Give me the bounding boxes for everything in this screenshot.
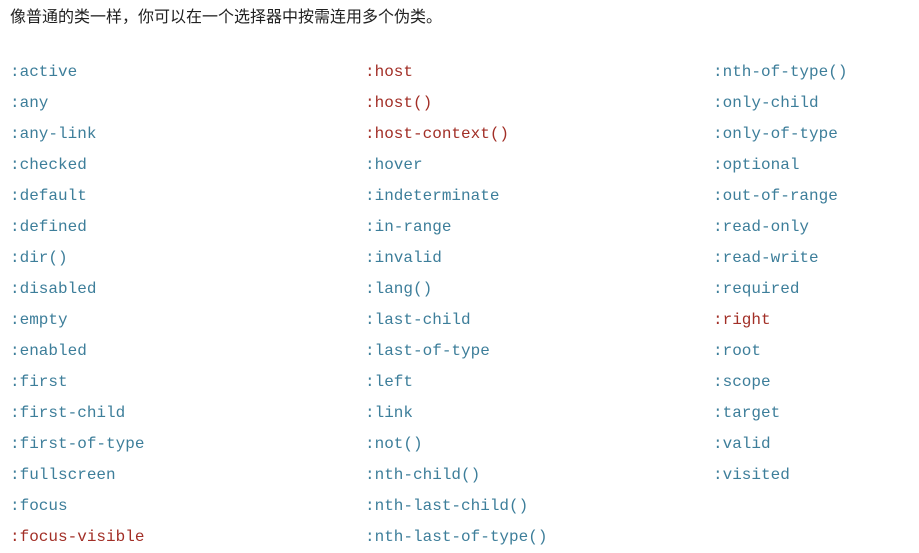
index-list-item: :active [10, 56, 365, 87]
index-list-item: :invalid [365, 242, 713, 273]
pseudo-class-link[interactable]: :only-child [713, 94, 819, 112]
index-column-1: :active :any :any-link :checked :default :def… [10, 56, 365, 552]
pseudo-class-link[interactable]: :nth-last-of-type() [365, 528, 548, 546]
pseudo-class-link[interactable]: :first-child [10, 404, 126, 422]
index-list-item: :root [713, 335, 919, 366]
index-list-item: :nth-child() [365, 459, 713, 490]
pseudo-class-link[interactable]: :read-only [713, 218, 810, 236]
pseudo-class-link[interactable]: :invalid [365, 249, 442, 267]
index-list-item: :fullscreen [10, 459, 365, 490]
index-list-item: :host [365, 56, 713, 87]
pseudo-class-link[interactable]: :in-range [365, 218, 452, 236]
index-list-item: :right [713, 304, 919, 335]
pseudo-class-link[interactable]: :valid [713, 435, 771, 453]
pseudo-class-link[interactable]: :link [365, 404, 414, 422]
pseudo-class-link[interactable]: :focus [10, 497, 68, 515]
pseudo-class-link[interactable]: :only-of-type [713, 125, 838, 143]
index-list-item: :visited [713, 459, 919, 490]
index-list-item: :hover [365, 149, 713, 180]
index-list-item: :only-of-type [713, 118, 919, 149]
pseudo-class-link[interactable]: :left [365, 373, 414, 391]
index-list-item: :nth-of-type() [713, 56, 919, 87]
pseudo-class-link[interactable]: :root [713, 342, 762, 360]
index-list-item: :nth-last-child() [365, 490, 713, 521]
pseudo-class-link[interactable]: :any-link [10, 125, 97, 143]
index-list-item: :last-of-type [365, 335, 713, 366]
pseudo-class-link[interactable]: :host-context() [365, 125, 510, 143]
pseudo-class-link[interactable]: :right [713, 311, 771, 329]
index-list-item: :target [713, 397, 919, 428]
pseudo-class-link[interactable]: :out-of-range [713, 187, 838, 205]
index-list-item: :optional [713, 149, 919, 180]
index-list-item: :focus [10, 490, 365, 521]
pseudo-class-link[interactable]: :checked [10, 156, 87, 174]
pseudo-class-link[interactable]: :first-of-type [10, 435, 145, 453]
intro-paragraph: 像普通的类一样，你可以在一个选择器中按需连用多个伪类。 [10, 9, 443, 26]
pseudo-class-link[interactable]: :default [10, 187, 87, 205]
index-list-item: :host() [365, 87, 713, 118]
pseudo-class-link[interactable]: :first [10, 373, 68, 391]
index-list-item: :empty [10, 304, 365, 335]
pseudo-class-link[interactable]: :host() [365, 94, 433, 112]
index-list-item: :valid [713, 428, 919, 459]
pseudo-class-link[interactable]: :read-write [713, 249, 819, 267]
index-list-item: :first [10, 366, 365, 397]
index-list-item: :left [365, 366, 713, 397]
pseudo-class-link[interactable]: :nth-of-type() [713, 63, 848, 81]
pseudo-class-link[interactable]: :focus-visible [10, 528, 145, 546]
index-list-item: :indeterminate [365, 180, 713, 211]
pseudo-class-link[interactable]: :scope [713, 373, 771, 391]
pseudo-class-link[interactable]: :optional [713, 156, 800, 174]
index-list-item: :read-write [713, 242, 919, 273]
index-column-2: :host :host() :host-context() :hover :indete… [365, 56, 713, 552]
index-list-item: :read-only [713, 211, 919, 242]
pseudo-class-link[interactable]: :target [713, 404, 781, 422]
index-list-item: :default [10, 180, 365, 211]
index-list-item: :any-link [10, 118, 365, 149]
index-list-item: :any [10, 87, 365, 118]
pseudo-class-link[interactable]: :fullscreen [10, 466, 116, 484]
pseudo-class-link[interactable]: :enabled [10, 342, 87, 360]
pseudo-class-link[interactable]: :nth-last-child() [365, 497, 529, 515]
pseudo-class-link[interactable]: :hover [365, 156, 423, 174]
index-list-item: :disabled [10, 273, 365, 304]
index-list-item: :lang() [365, 273, 713, 304]
pseudo-class-link[interactable]: :host [365, 63, 414, 81]
index-list-item: :dir() [10, 242, 365, 273]
pseudo-class-link[interactable]: :lang() [365, 280, 433, 298]
pseudo-class-link[interactable]: :empty [10, 311, 68, 329]
index-column-3: :nth-of-type() :only-child :only-of-type :o… [713, 56, 919, 552]
index-list-item: :only-child [713, 87, 919, 118]
index-list-item: :nth-last-of-type() [365, 521, 713, 552]
pseudo-class-link[interactable]: :required [713, 280, 800, 298]
pseudo-class-index: :active :any :any-link :checked :default :def… [10, 56, 919, 552]
index-list-item: :enabled [10, 335, 365, 366]
pseudo-class-link[interactable]: :active [10, 63, 78, 81]
index-list-item: :first-of-type [10, 428, 365, 459]
index-list-item: :not() [365, 428, 713, 459]
index-list-item: :scope [713, 366, 919, 397]
pseudo-class-link[interactable]: :dir() [10, 249, 68, 267]
pseudo-class-link[interactable]: :nth-child() [365, 466, 481, 484]
pseudo-class-link[interactable]: :disabled [10, 280, 97, 298]
index-list-item: :last-child [365, 304, 713, 335]
pseudo-class-link[interactable]: :indeterminate [365, 187, 500, 205]
pseudo-class-link[interactable]: :last-child [365, 311, 471, 329]
pseudo-class-link[interactable]: :any [10, 94, 49, 112]
pseudo-class-link[interactable]: :not() [365, 435, 423, 453]
pseudo-class-link[interactable]: :visited [713, 466, 790, 484]
index-list-item: :defined [10, 211, 365, 242]
index-list-item: :host-context() [365, 118, 713, 149]
index-list-item: :required [713, 273, 919, 304]
index-list-item: :focus-visible [10, 521, 365, 552]
pseudo-class-link[interactable]: :last-of-type [365, 342, 490, 360]
index-list-item: :first-child [10, 397, 365, 428]
index-list-item: :out-of-range [713, 180, 919, 211]
index-list-item: :in-range [365, 211, 713, 242]
pseudo-class-link[interactable]: :defined [10, 218, 87, 236]
index-list-item: :checked [10, 149, 365, 180]
index-list-item: :link [365, 397, 713, 428]
